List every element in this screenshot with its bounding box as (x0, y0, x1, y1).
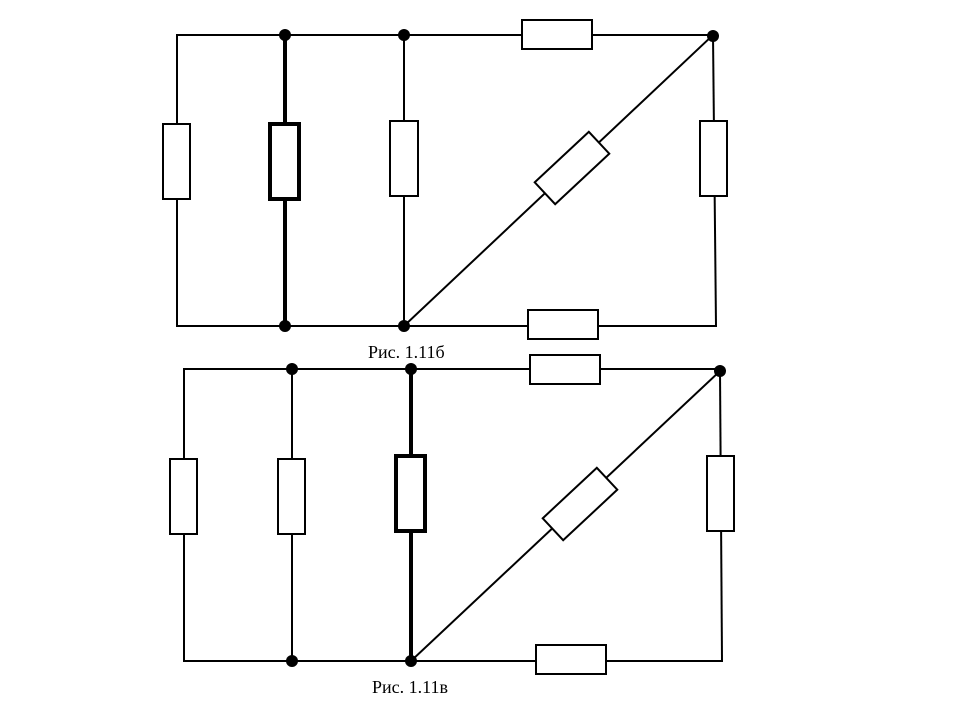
node (405, 655, 417, 667)
resistor-r-right (699, 120, 728, 197)
resistor-r-diagonal (533, 130, 611, 206)
node (405, 363, 417, 375)
resistor-r-bottom (527, 309, 599, 340)
node (398, 29, 410, 41)
resistor-r-top (521, 19, 593, 50)
node (286, 655, 298, 667)
resistor-r2-bold (268, 122, 301, 201)
resistor-r-top (529, 354, 601, 385)
node (279, 29, 291, 41)
node (714, 365, 726, 377)
resistor-r3 (389, 120, 419, 197)
resistor-r-bottom (535, 644, 607, 675)
resistor-r-diagonal (541, 466, 619, 542)
node (398, 320, 410, 332)
figure-caption-1-11v: Рис. 1.11в (372, 677, 448, 697)
node (707, 30, 719, 42)
resistor-r1 (162, 123, 191, 200)
resistor-r3-bold (394, 454, 427, 533)
figure-caption-1-11b: Рис. 1.11б (368, 342, 445, 362)
resistor-r1 (169, 458, 198, 535)
resistor-r-right (706, 455, 735, 532)
resistor-r2 (277, 458, 306, 535)
node (286, 363, 298, 375)
node (279, 320, 291, 332)
